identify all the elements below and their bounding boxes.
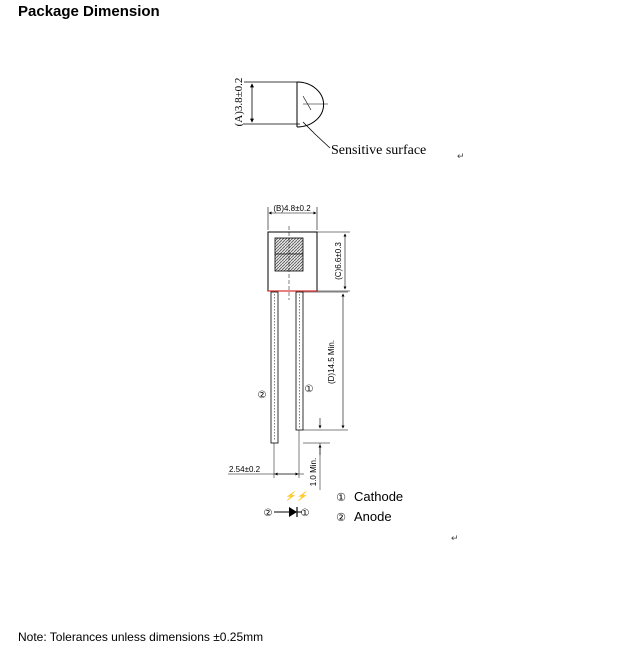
return-mark-2: ↵ xyxy=(451,533,459,543)
diode-triangle-icon xyxy=(289,507,297,517)
tolerance-note: Note: Tolerances unless dimensions ±0.25… xyxy=(18,630,264,644)
dim-c-label: (C)6.6±0.3 xyxy=(334,242,343,280)
pin-2-number: ② xyxy=(258,390,267,401)
pitch-label: 2.54±0.2 xyxy=(229,465,261,474)
symbol-pin-1: ① xyxy=(301,508,310,519)
min-length-label: 1.0 Min. xyxy=(309,458,318,486)
symbol-pin-2: ② xyxy=(264,508,273,519)
legend-cathode-number: ① xyxy=(336,492,346,504)
legend-anode-label: Anode xyxy=(354,509,392,524)
top-view: (A)3.8±0.2 Sensitive surface ↵ xyxy=(233,78,465,161)
legend-anode-number: ② xyxy=(336,512,346,524)
side-view: (B)4.8±0.2 (C)6.6±0.3 ② ① (D)14.5 Min. 1… xyxy=(228,204,350,490)
dome-arc xyxy=(296,81,325,128)
dim-a-label: (A)3.8±0.2 xyxy=(233,78,245,127)
sensitive-surface-label: Sensitive surface xyxy=(331,143,426,158)
return-mark: ↵ xyxy=(457,151,465,161)
legend-cathode-label: Cathode xyxy=(354,489,403,504)
sensor-chip xyxy=(274,237,304,272)
page-title: Package Dimension xyxy=(18,3,160,20)
pin-legend: ① Cathode ② Anode ↵ xyxy=(336,489,458,543)
dim-b-label: (B)4.8±0.2 xyxy=(273,204,311,213)
pin-1-number: ① xyxy=(305,384,314,395)
photodiode-symbol: ⚡⚡ ② ① xyxy=(264,490,310,519)
dim-d-label: (D)14.5 Min. xyxy=(327,340,336,384)
light-arrows-icon: ⚡⚡ xyxy=(285,490,308,502)
